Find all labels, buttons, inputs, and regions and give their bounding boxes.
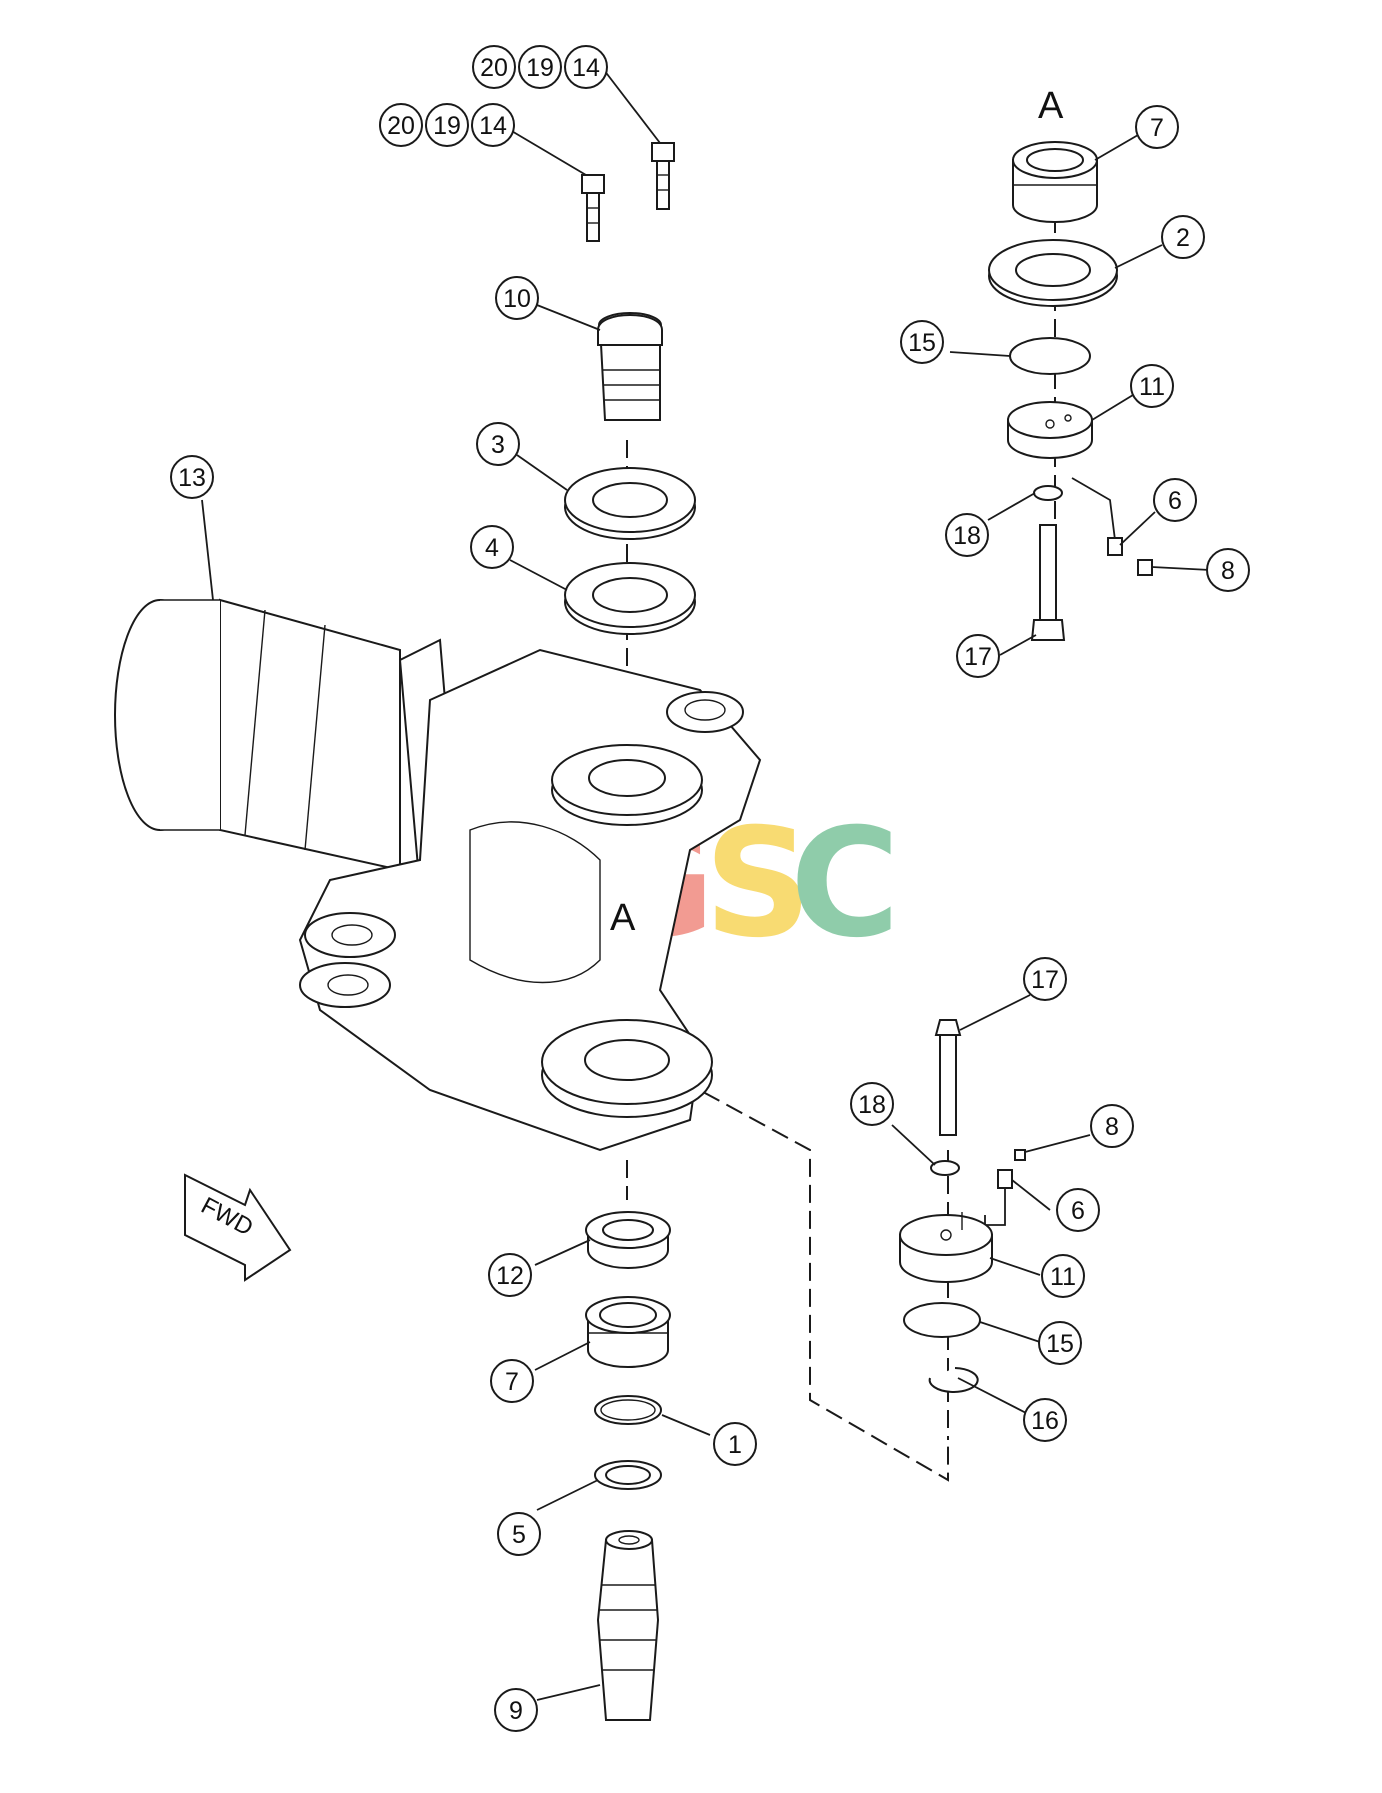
callout-2: 2 [1161, 215, 1205, 259]
svg-text:19: 19 [433, 112, 461, 140]
callout-5: 5 [497, 1512, 541, 1556]
callout-18-bottom: 18 [850, 1082, 894, 1126]
svg-text:6: 6 [1168, 487, 1182, 515]
upper-pin-stack [564, 142, 696, 635]
callout-3: 3 [476, 422, 520, 466]
fwd-direction-arrow: FWD [184, 1173, 292, 1282]
leader-lines [201, 69, 1211, 1701]
plug-bottom [1014, 1149, 1026, 1161]
reference-mark-center: A [610, 897, 636, 939]
callout-11-top: 11 [1130, 364, 1174, 408]
callout-15-bottom: 15 [1038, 1321, 1082, 1365]
washer-bottom [930, 1160, 960, 1176]
svg-text:17: 17 [1031, 966, 1059, 994]
bearing-top [1012, 141, 1098, 223]
bearing-lower [585, 1296, 671, 1368]
callout-6-top: 6 [1153, 478, 1197, 522]
seal-top [988, 239, 1118, 307]
svg-text:7: 7 [1150, 114, 1164, 142]
lower-right-stack [899, 1019, 1026, 1393]
svg-text:6: 6 [1071, 1197, 1085, 1225]
fitting-bottom [997, 1169, 1013, 1189]
arrow-icon [184, 1173, 292, 1282]
svg-text:18: 18 [858, 1091, 886, 1119]
callout-7-top: 7 [1135, 105, 1179, 149]
housing-part: A [114, 598, 762, 1152]
svg-text:12: 12 [496, 1262, 524, 1290]
lower-pin-stack [585, 1211, 671, 1721]
callout-14-upper: 14 [564, 45, 608, 89]
pin-upper [597, 312, 663, 421]
callout-15-top: 15 [900, 320, 944, 364]
svg-text:11: 11 [1050, 1263, 1076, 1291]
callout-4: 4 [470, 525, 514, 569]
svg-text:15: 15 [908, 329, 936, 357]
callout-13: 13 [170, 455, 214, 499]
svg-text:20: 20 [387, 112, 415, 140]
svg-text:18: 18 [953, 522, 981, 550]
svg-text:13: 13 [178, 464, 206, 492]
callout-6-bottom: 6 [1056, 1188, 1100, 1232]
bolt-top [1030, 524, 1066, 641]
cap-top [1007, 401, 1093, 459]
watermark-letter-4: C [790, 797, 900, 971]
svg-text:16: 16 [1031, 1407, 1059, 1435]
svg-text:10: 10 [503, 285, 531, 313]
callout-10: 10 [495, 276, 539, 320]
callout-19-upper: 19 [518, 45, 562, 89]
shim-upper [564, 562, 696, 635]
cap-bottom [899, 1212, 993, 1283]
plug-top [1137, 559, 1153, 576]
svg-text:1: 1 [728, 1431, 742, 1459]
callout-20-upper: 20 [472, 45, 516, 89]
callout-7-lower: 7 [490, 1359, 534, 1403]
svg-text:8: 8 [1221, 557, 1235, 585]
callout-20-lower: 20 [379, 103, 423, 147]
svg-text:11: 11 [1139, 373, 1165, 401]
svg-text:7: 7 [505, 1368, 519, 1396]
svg-text:19: 19 [526, 54, 554, 82]
callout-8-top: 8 [1206, 548, 1250, 592]
washer-upper [564, 467, 696, 540]
callout-14-lower: 14 [471, 103, 515, 147]
callout-17-bottom: 17 [1023, 957, 1067, 1001]
svg-text:4: 4 [485, 534, 499, 562]
svg-text:2: 2 [1176, 224, 1190, 252]
svg-text:8: 8 [1105, 1113, 1119, 1141]
callouts: 20 19 14 20 19 14 10 3 4 13 7 2 15 11 18… [170, 45, 1250, 1732]
reference-mark-top: A [1038, 85, 1064, 127]
callout-18-top: 18 [945, 513, 989, 557]
svg-text:14: 14 [479, 112, 507, 140]
callout-8-bottom: 8 [1090, 1104, 1134, 1148]
upper-right-stack: A [988, 85, 1153, 641]
svg-text:14: 14 [572, 54, 600, 82]
svg-text:20: 20 [480, 54, 508, 82]
callout-12: 12 [488, 1253, 532, 1297]
oring-top [1009, 337, 1091, 375]
callout-9: 9 [494, 1688, 538, 1732]
pin-lower [596, 1530, 660, 1721]
callout-17-top: 17 [956, 634, 1000, 678]
bolt-upper-left [581, 174, 605, 242]
callout-19-lower: 19 [425, 103, 469, 147]
bolt-upper-right [651, 142, 675, 210]
shim-lower [594, 1460, 662, 1490]
oring-bottom [903, 1302, 981, 1338]
bolt-bottom [934, 1019, 962, 1136]
svg-text:9: 9 [509, 1697, 523, 1725]
spacer-lower [585, 1211, 671, 1269]
ring-bottom [928, 1367, 979, 1393]
svg-text:3: 3 [491, 431, 505, 459]
callout-16: 16 [1023, 1398, 1067, 1442]
callout-1: 1 [713, 1422, 757, 1466]
snap-ring [594, 1395, 662, 1425]
svg-text:17: 17 [964, 643, 992, 671]
svg-text:5: 5 [512, 1521, 526, 1549]
callout-11-bottom: 11 [1041, 1254, 1085, 1298]
washer-top [1033, 485, 1063, 501]
fitting-top [1107, 537, 1123, 556]
svg-text:15: 15 [1046, 1330, 1074, 1358]
